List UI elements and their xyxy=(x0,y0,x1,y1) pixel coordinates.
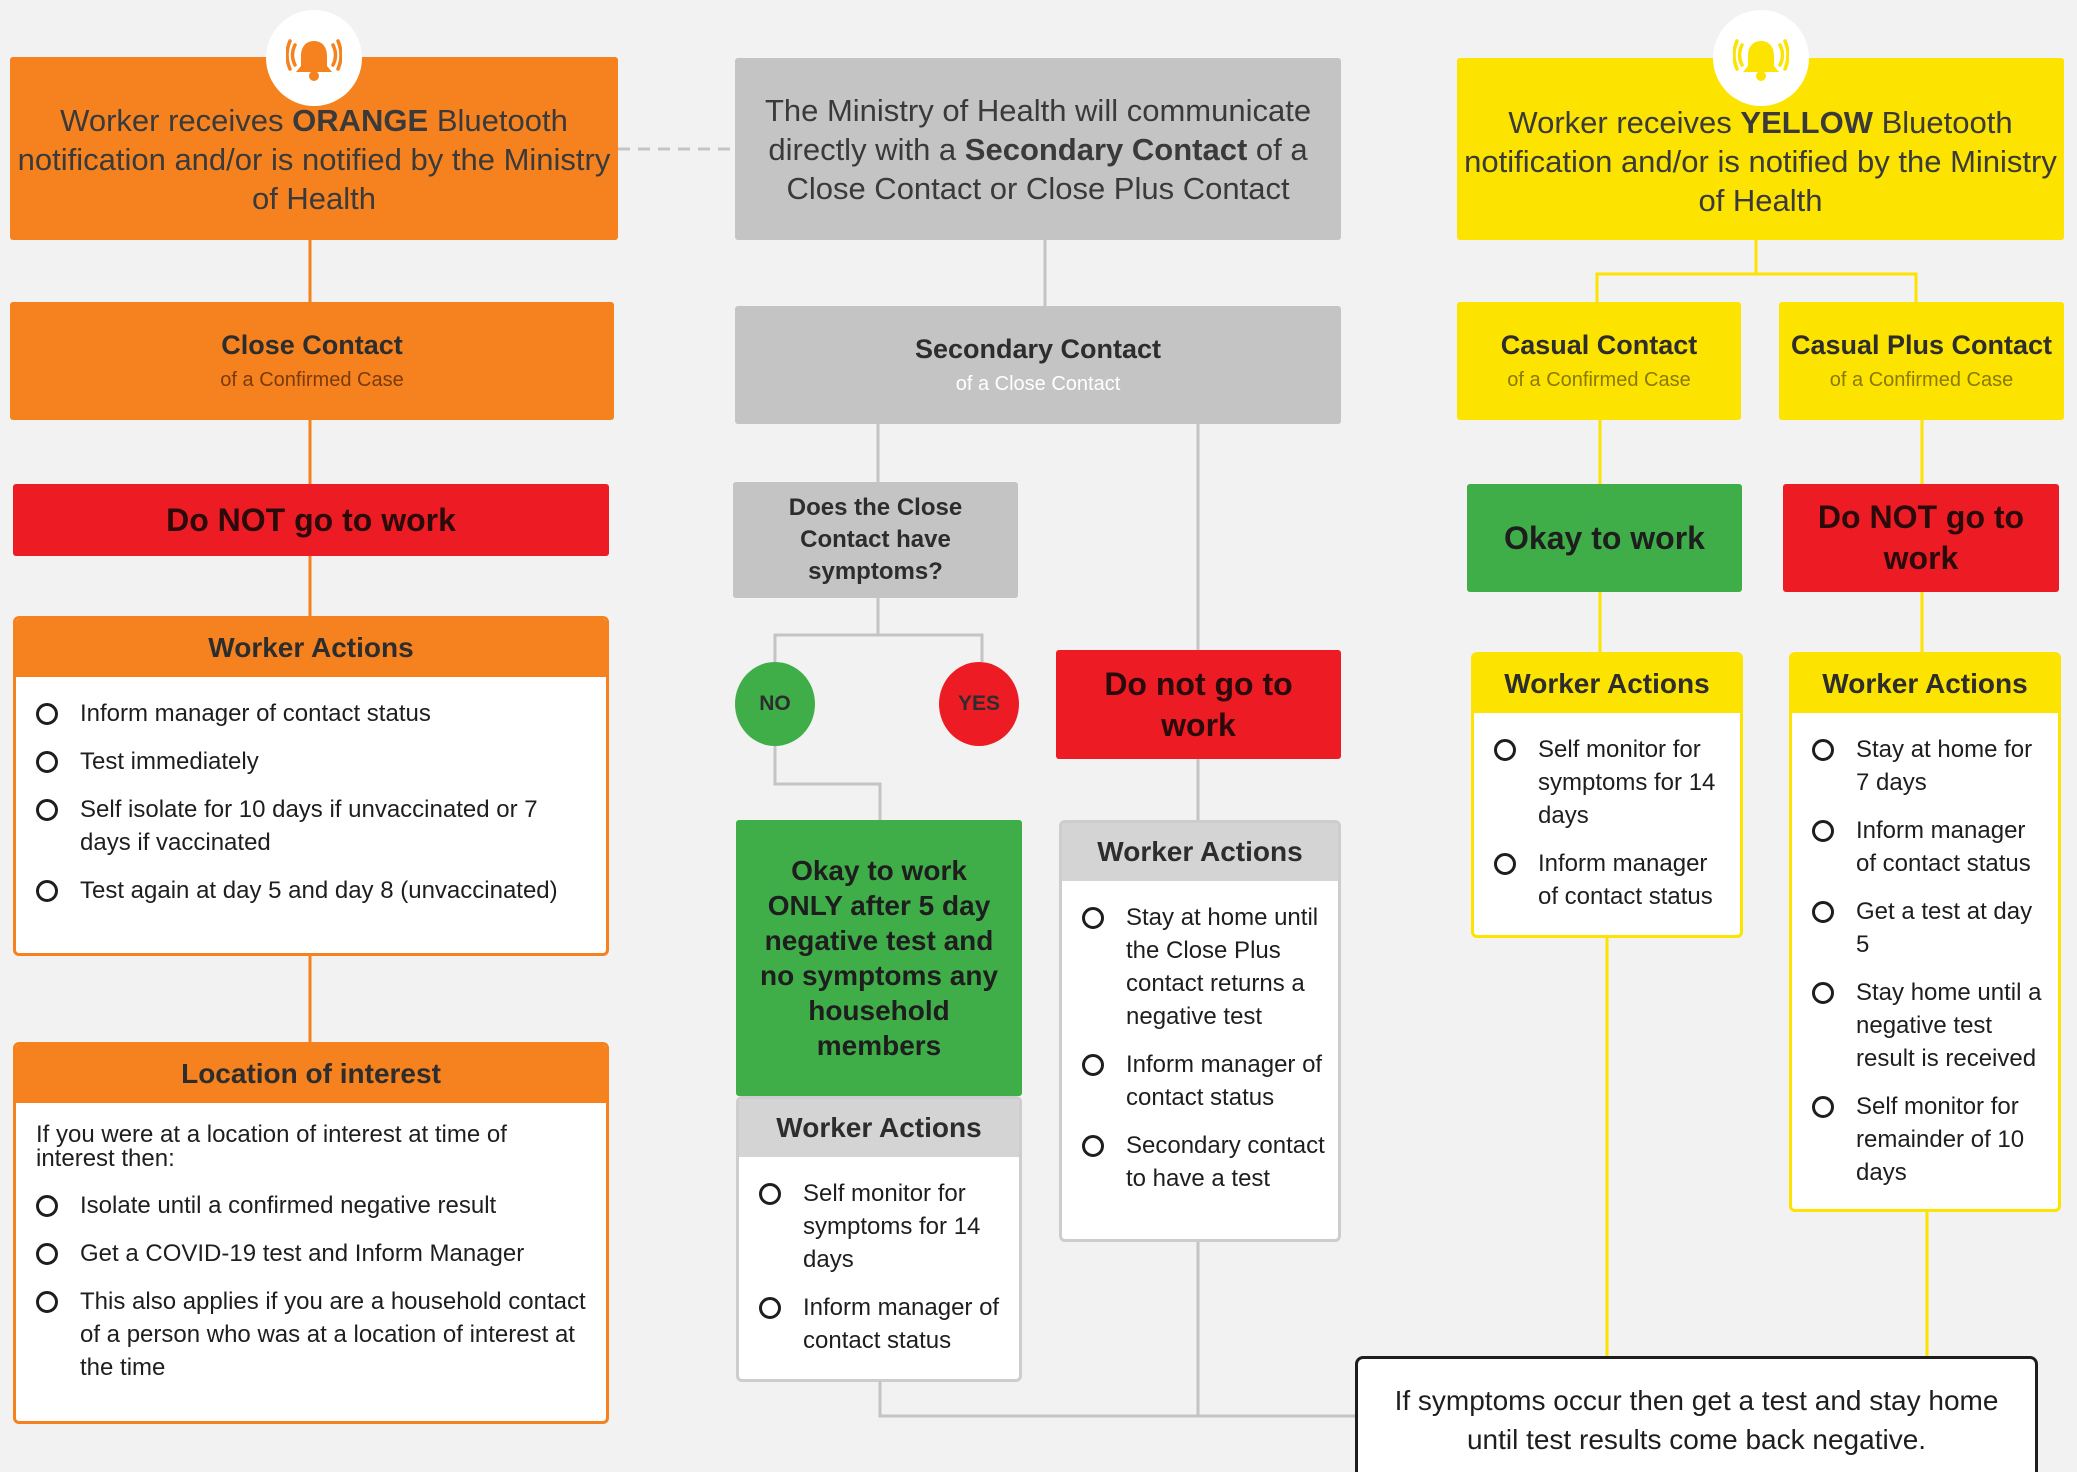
list-item: Self monitor for remainder of 10 days xyxy=(1812,1090,2046,1189)
symptoms-footer-note: If symptoms occur then get a test and st… xyxy=(1355,1356,2038,1472)
list-item: Stay at home until the Close Plus contac… xyxy=(1082,901,1326,1033)
close-contact-box: Close Contact of a Confirmed Case xyxy=(10,302,614,420)
action-list: Self monitor for symptoms for 14 days In… xyxy=(1474,713,1740,913)
banner-text: Do not go to work xyxy=(1104,665,1293,743)
answer-yes-node: YES xyxy=(939,662,1019,746)
symptoms-question-text: Does the Close Contact have symptoms? xyxy=(788,494,963,585)
list-item: Stay at home for 7 days xyxy=(1812,733,2046,799)
gray-secondary-info-text: The Ministry of Health will communicate … xyxy=(764,92,1312,206)
action-list: Stay at home for 7 days Inform manager o… xyxy=(1792,713,2058,1189)
bullet-circle-icon xyxy=(759,1183,781,1205)
bullet-circle-icon xyxy=(1082,907,1104,929)
casual-plus-contact-worker-actions: Worker Actions Stay at home for 7 days I… xyxy=(1789,652,2061,1212)
bell-alert-icon xyxy=(286,39,342,81)
okay-after-5-day-banner: Okay to work ONLY after 5 day negative t… xyxy=(736,820,1022,1096)
answer-no-node: NO xyxy=(735,662,815,746)
list-item: Stay home until a negative test result i… xyxy=(1812,976,2046,1075)
list-item: Self isolate for 10 days if unvaccinated… xyxy=(36,793,594,859)
yellow-notification-text: Worker receives YELLOW Bluetooth notific… xyxy=(1464,104,2057,218)
no-symptoms-worker-actions: Worker Actions Self monitor for symptoms… xyxy=(736,1096,1022,1382)
list-item: Test again at day 5 and day 8 (unvaccina… xyxy=(36,874,594,907)
location-of-interest-panel: Location of interest If you were at a lo… xyxy=(13,1042,609,1424)
close-contact-subtitle: of a Confirmed Case xyxy=(220,369,404,391)
bullet-circle-icon xyxy=(36,1291,58,1313)
casual-contact-subtitle: of a Confirmed Case xyxy=(1507,369,1691,391)
action-list: Self monitor for symptoms for 14 days In… xyxy=(739,1157,1019,1357)
gray-secondary-info-box: The Ministry of Health will communicate … xyxy=(735,58,1341,240)
list-item: Self monitor for symptoms for 14 days xyxy=(759,1177,1007,1276)
list-item: Secondary contact to have a test xyxy=(1082,1129,1326,1195)
list-item: Isolate until a confirmed negative resul… xyxy=(36,1189,594,1222)
symptoms-question-box: Does the Close Contact have symptoms? xyxy=(733,482,1018,598)
bullet-circle-icon xyxy=(759,1297,781,1319)
do-not-go-to-work-orange-banner: Do NOT go to work xyxy=(13,484,609,556)
panel-title: Worker Actions xyxy=(16,619,606,677)
bullet-circle-icon xyxy=(1082,1135,1104,1157)
panel-title: Worker Actions xyxy=(1792,655,2058,713)
bullet-circle-icon xyxy=(1812,820,1834,842)
action-list: Isolate until a confirmed negative resul… xyxy=(16,1173,606,1384)
okay-to-work-yellow-banner: Okay to work xyxy=(1467,484,1742,592)
bullet-circle-icon xyxy=(36,751,58,773)
list-item: Get a test at day 5 xyxy=(1812,895,2046,961)
bullet-circle-icon xyxy=(36,799,58,821)
bullet-circle-icon xyxy=(1082,1054,1104,1076)
list-item: Get a COVID-19 test and Inform Manager xyxy=(36,1237,594,1270)
secondary-contact-worker-actions: Worker Actions Stay at home until the Cl… xyxy=(1059,820,1341,1242)
orange-notification-box: Worker receives ORANGE Bluetooth notific… xyxy=(10,57,618,240)
bullet-circle-icon xyxy=(1494,853,1516,875)
bullet-circle-icon xyxy=(1812,739,1834,761)
location-intro-text: If you were at a location of interest at… xyxy=(36,1121,507,1172)
bullet-circle-icon xyxy=(1494,739,1516,761)
action-list: Stay at home until the Close Plus contac… xyxy=(1062,881,1338,1195)
casual-plus-contact-title: Casual Plus Contact xyxy=(1790,330,2053,360)
orange-notification-text: Worker receives ORANGE Bluetooth notific… xyxy=(17,103,611,216)
bullet-circle-icon xyxy=(36,1195,58,1217)
list-item: Test immediately xyxy=(36,745,594,778)
bullet-circle-icon xyxy=(1812,901,1834,923)
casual-plus-contact-box: Casual Plus Contact of a Confirmed Case xyxy=(1779,302,2064,420)
panel-title: Worker Actions xyxy=(1062,823,1338,881)
bullet-circle-icon xyxy=(1812,982,1834,1004)
casual-contact-box: Casual Contact of a Confirmed Case xyxy=(1457,302,1741,420)
casual-plus-contact-subtitle: of a Confirmed Case xyxy=(1829,369,2014,391)
panel-title: Location of interest xyxy=(16,1045,606,1103)
secondary-contact-box: Secondary Contact of a Close Contact xyxy=(735,306,1341,424)
bullet-circle-icon xyxy=(36,880,58,902)
panel-title: Worker Actions xyxy=(1474,655,1740,713)
secondary-contact-subtitle: of a Close Contact xyxy=(955,373,1121,395)
banner-text: Do NOT go to work xyxy=(166,501,456,538)
banner-text: Okay to work xyxy=(1504,519,1705,556)
panel-title: Worker Actions xyxy=(739,1099,1019,1157)
yellow-bell-badge xyxy=(1713,10,1809,106)
list-item: Inform manager of contact status xyxy=(1812,814,2046,880)
action-list: Inform manager of contact status Test im… xyxy=(16,677,606,907)
banner-text: Do NOT go to work xyxy=(1817,499,2025,576)
bullet-circle-icon xyxy=(1812,1096,1834,1118)
casual-contact-worker-actions: Worker Actions Self monitor for symptoms… xyxy=(1471,652,1743,938)
list-item: Inform manager of contact status xyxy=(1494,847,1728,913)
answer-no-label: NO xyxy=(759,692,791,715)
list-item: Inform manager of contact status xyxy=(1082,1048,1326,1114)
list-item: Self monitor for symptoms for 14 days xyxy=(1494,733,1728,832)
casual-contact-title: Casual Contact xyxy=(1500,330,1698,360)
bullet-circle-icon xyxy=(36,1243,58,1265)
list-item: Inform manager of contact status xyxy=(36,697,594,730)
do-not-go-to-work-gray-banner: Do not go to work xyxy=(1056,650,1341,759)
banner-text: Okay to work ONLY after 5 day negative t… xyxy=(759,855,999,1061)
close-contact-title: Close Contact xyxy=(221,330,403,360)
close-contact-worker-actions: Worker Actions Inform manager of contact… xyxy=(13,616,609,956)
bullet-circle-icon xyxy=(36,703,58,725)
answer-yes-label: YES xyxy=(957,692,1001,715)
bell-alert-icon xyxy=(1733,39,1789,81)
list-item: This also applies if you are a household… xyxy=(36,1285,594,1384)
list-item: Inform manager of contact status xyxy=(759,1291,1007,1357)
orange-bell-badge xyxy=(266,10,362,106)
do-not-go-to-work-yellow-banner: Do NOT go to work xyxy=(1783,484,2059,592)
secondary-contact-title: Secondary Contact xyxy=(914,334,1162,364)
